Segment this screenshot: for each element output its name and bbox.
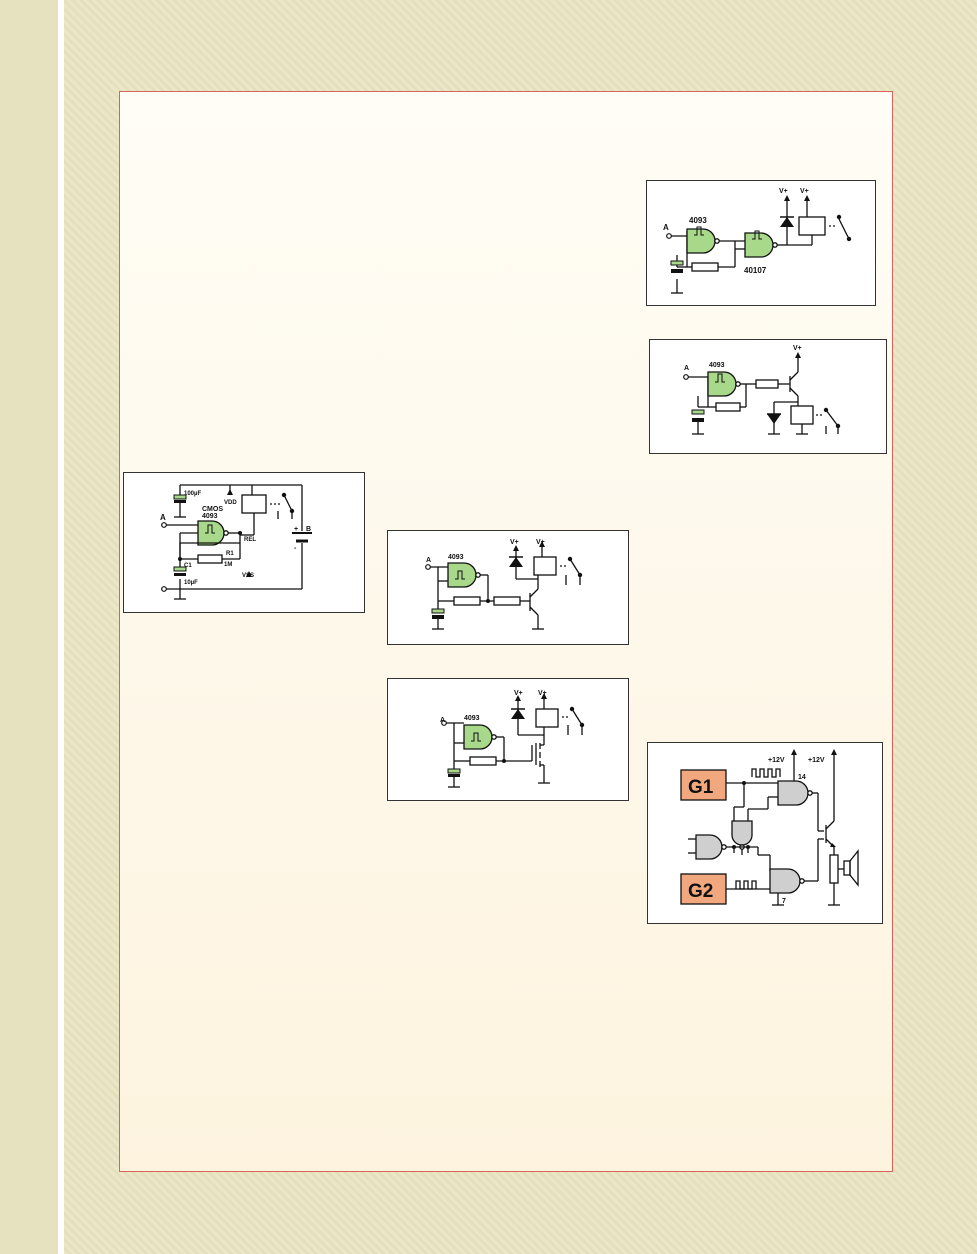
label-a: A (426, 557, 431, 564)
label-vplus-2: V+ (536, 539, 545, 546)
schematic-bjt-relay: A 4093 V+ V+ (387, 530, 629, 645)
label-4093: 4093 (448, 554, 464, 561)
label-vplus-1: V+ (514, 690, 523, 697)
schematic-cmos-relay: A CMOS 4093 100µF VDD REL R1 1M C1 10µF … (123, 472, 365, 613)
label-40107: 40107 (744, 266, 767, 275)
label-vplus: V+ (793, 345, 802, 352)
schematic-transistor-relay: A 4093 V+ (649, 339, 887, 454)
schematic-bjt-svg: A 4093 V+ V+ (425, 539, 583, 630)
label-rel: REL (244, 537, 256, 543)
label-4093: 4093 (202, 513, 218, 520)
schematic-two-tone-generator: G1 G2 +12V +12V 14 7 (647, 742, 883, 924)
schematic-generator-svg: G1 G2 +12V +12V 14 7 (680, 749, 859, 906)
label-vplus-2: V+ (800, 188, 809, 195)
schematic-mosfet-relay: A 4093 V+ V+ (387, 678, 629, 801)
label-vplus-1: V+ (779, 188, 788, 195)
schematic-40107-svg: A 4093 40107 V+ V+ (663, 188, 852, 294)
label-g1: G1 (688, 777, 714, 798)
label-b: B (306, 526, 311, 533)
label-plus: + (294, 526, 298, 533)
label-g2: G2 (688, 881, 713, 902)
label-12v-2: +12V (808, 757, 825, 764)
schematic-transistor-svg: A 4093 V+ (683, 345, 841, 435)
label-a: A (684, 365, 689, 372)
schematic-40107-relay: A 4093 40107 V+ V+ (646, 180, 876, 306)
schematic-mosfet-svg: A 4093 V+ V+ (440, 690, 585, 788)
label-100uf: 100µF (184, 491, 201, 497)
label-vplus-1: V+ (510, 539, 519, 546)
label-r1: R1 (226, 551, 234, 557)
label-a: A (160, 513, 166, 522)
left-margin-strip (0, 0, 64, 1254)
label-vplus-2: V+ (538, 690, 547, 697)
label-pin-7: 7 (782, 898, 786, 905)
label-1m: 1M (224, 562, 232, 568)
label-12v-1: +12V (768, 757, 785, 764)
label-vss: VSS (242, 573, 254, 579)
schematic-cmos-svg: A CMOS 4093 100µF VDD REL R1 1M C1 10µF … (160, 484, 312, 600)
label-4093: 4093 (689, 216, 707, 225)
label-4093: 4093 (464, 715, 480, 722)
label-a: A (440, 717, 445, 724)
label-cmos: CMOS (202, 506, 223, 513)
label-vdd: VDD (224, 500, 237, 506)
label-a: A (663, 223, 669, 232)
label-c1: C1 (184, 563, 192, 569)
label-minus: - (294, 545, 297, 552)
label-4093: 4093 (709, 362, 725, 369)
label-pin-14: 14 (798, 774, 806, 781)
label-10uf: 10µF (184, 580, 198, 586)
